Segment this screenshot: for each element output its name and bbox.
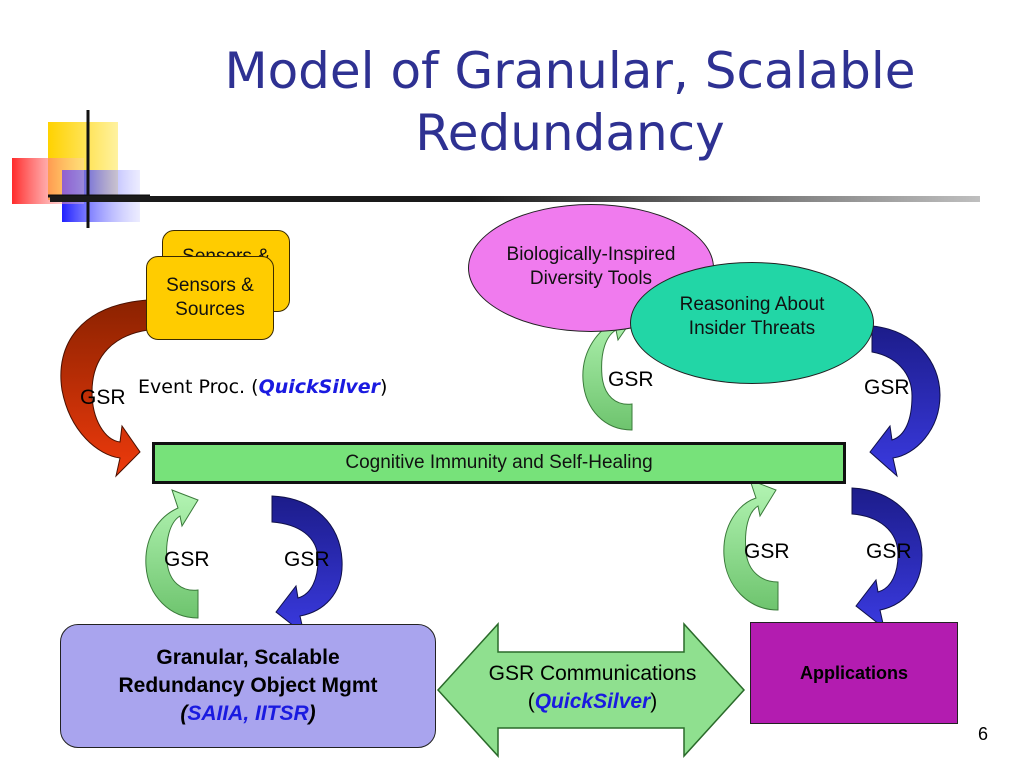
double-arrow bbox=[436, 622, 746, 758]
red-curved-arrow bbox=[60, 299, 149, 478]
event-proc-label: Event Proc. (QuickSilver) bbox=[138, 376, 388, 398]
cognitive-immunity-bar: Cognitive Immunity and Self-Healing bbox=[152, 442, 846, 484]
quicksilver-emphasis: QuickSilver bbox=[258, 376, 381, 398]
comm-line-2: (QuickSilver) bbox=[527, 690, 658, 713]
gsr-label: GSR bbox=[608, 368, 654, 391]
granular-line-1: Granular, Scalable bbox=[156, 646, 340, 669]
saiia-emphasis: SAIIA, IITSR bbox=[187, 702, 309, 725]
gsr-label: GSR bbox=[80, 386, 126, 409]
title-line-2: Redundancy bbox=[415, 104, 725, 162]
gsr-label: GSR bbox=[744, 540, 790, 563]
green-curved-arrow bbox=[145, 489, 199, 619]
slide-title: Model of Granular, Scalable Redundancy bbox=[180, 40, 960, 164]
bio-line-2: Diversity Tools bbox=[529, 268, 653, 289]
sensors-box: Sensors & Sources bbox=[146, 256, 274, 340]
blue-curved-arrow bbox=[851, 487, 923, 630]
comm-line-1: GSR Communications bbox=[488, 662, 697, 685]
reasoning-line-1: Reasoning About bbox=[679, 294, 825, 315]
slide-number: 6 bbox=[978, 724, 989, 744]
gsr-label: GSR bbox=[164, 548, 210, 571]
bio-line-1: Biologically-Inspired bbox=[506, 244, 676, 265]
quicksilver-emphasis: QuickSilver bbox=[534, 690, 651, 713]
sensors-label-line-2: Sources bbox=[175, 299, 245, 320]
applications-label: Applications bbox=[799, 662, 908, 683]
applications-box: Applications bbox=[750, 622, 958, 724]
gsr-label: GSR bbox=[864, 376, 910, 399]
granular-line-2: Redundancy Object Mgmt bbox=[118, 674, 378, 697]
gsr-label: GSR bbox=[284, 548, 330, 571]
granular-redundancy-box: Granular, Scalable Redundancy Object Mgm… bbox=[60, 624, 436, 748]
cognitive-label: Cognitive Immunity and Self-Healing bbox=[345, 452, 653, 473]
title-line-1: Model of Granular, Scalable bbox=[224, 42, 916, 100]
reasoning-ellipse: Reasoning About Insider Threats bbox=[630, 262, 874, 384]
sensors-label-line-1: Sensors & bbox=[166, 275, 254, 296]
gsr-communications-label: GSR Communications (QuickSilver) bbox=[460, 660, 725, 716]
granular-line-3: (SAIIA, IITSR) bbox=[180, 702, 316, 725]
gsr-label: GSR bbox=[866, 540, 912, 563]
title-underline bbox=[50, 196, 980, 202]
blue-curved-arrow bbox=[869, 325, 941, 478]
reasoning-line-2: Insider Threats bbox=[688, 318, 816, 339]
